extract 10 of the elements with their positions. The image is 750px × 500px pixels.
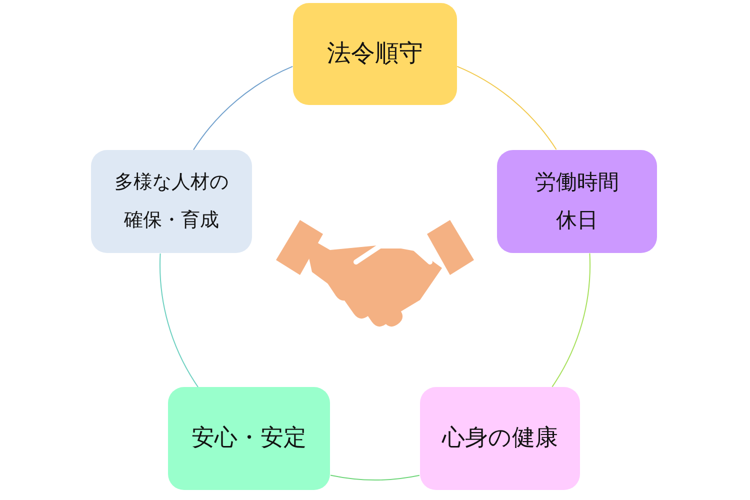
topic-box: 多様な人材の確保・育成 bbox=[91, 150, 252, 253]
connector-arc bbox=[193, 66, 294, 150]
topic-box: 心身の健康 bbox=[420, 387, 580, 490]
connector-arc bbox=[456, 66, 557, 150]
connector-arc bbox=[160, 253, 198, 388]
connector-arc bbox=[330, 474, 420, 480]
topic-box: 安心・安定 bbox=[168, 387, 330, 490]
topic-box: 法令順守 bbox=[293, 3, 457, 105]
connector-arc bbox=[552, 252, 590, 388]
topic-box: 労働時間休日 bbox=[497, 150, 657, 253]
